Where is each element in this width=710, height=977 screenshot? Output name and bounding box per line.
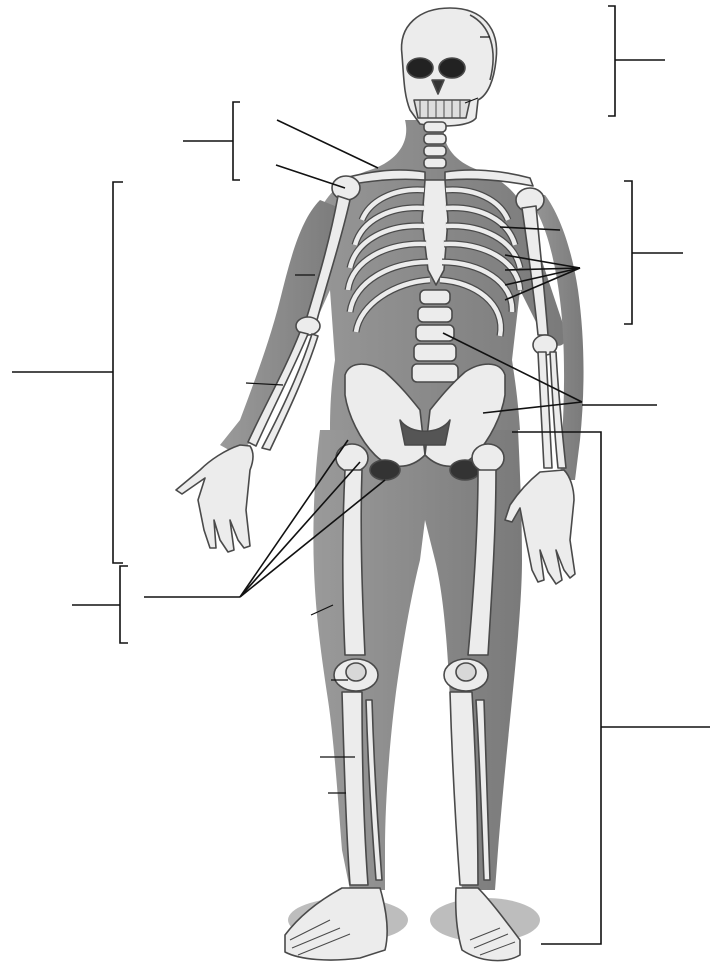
label-pointer-1 bbox=[608, 6, 665, 116]
label-pointer-2 bbox=[183, 102, 378, 188]
label-pointer-4 bbox=[12, 182, 123, 563]
skull bbox=[402, 8, 497, 126]
